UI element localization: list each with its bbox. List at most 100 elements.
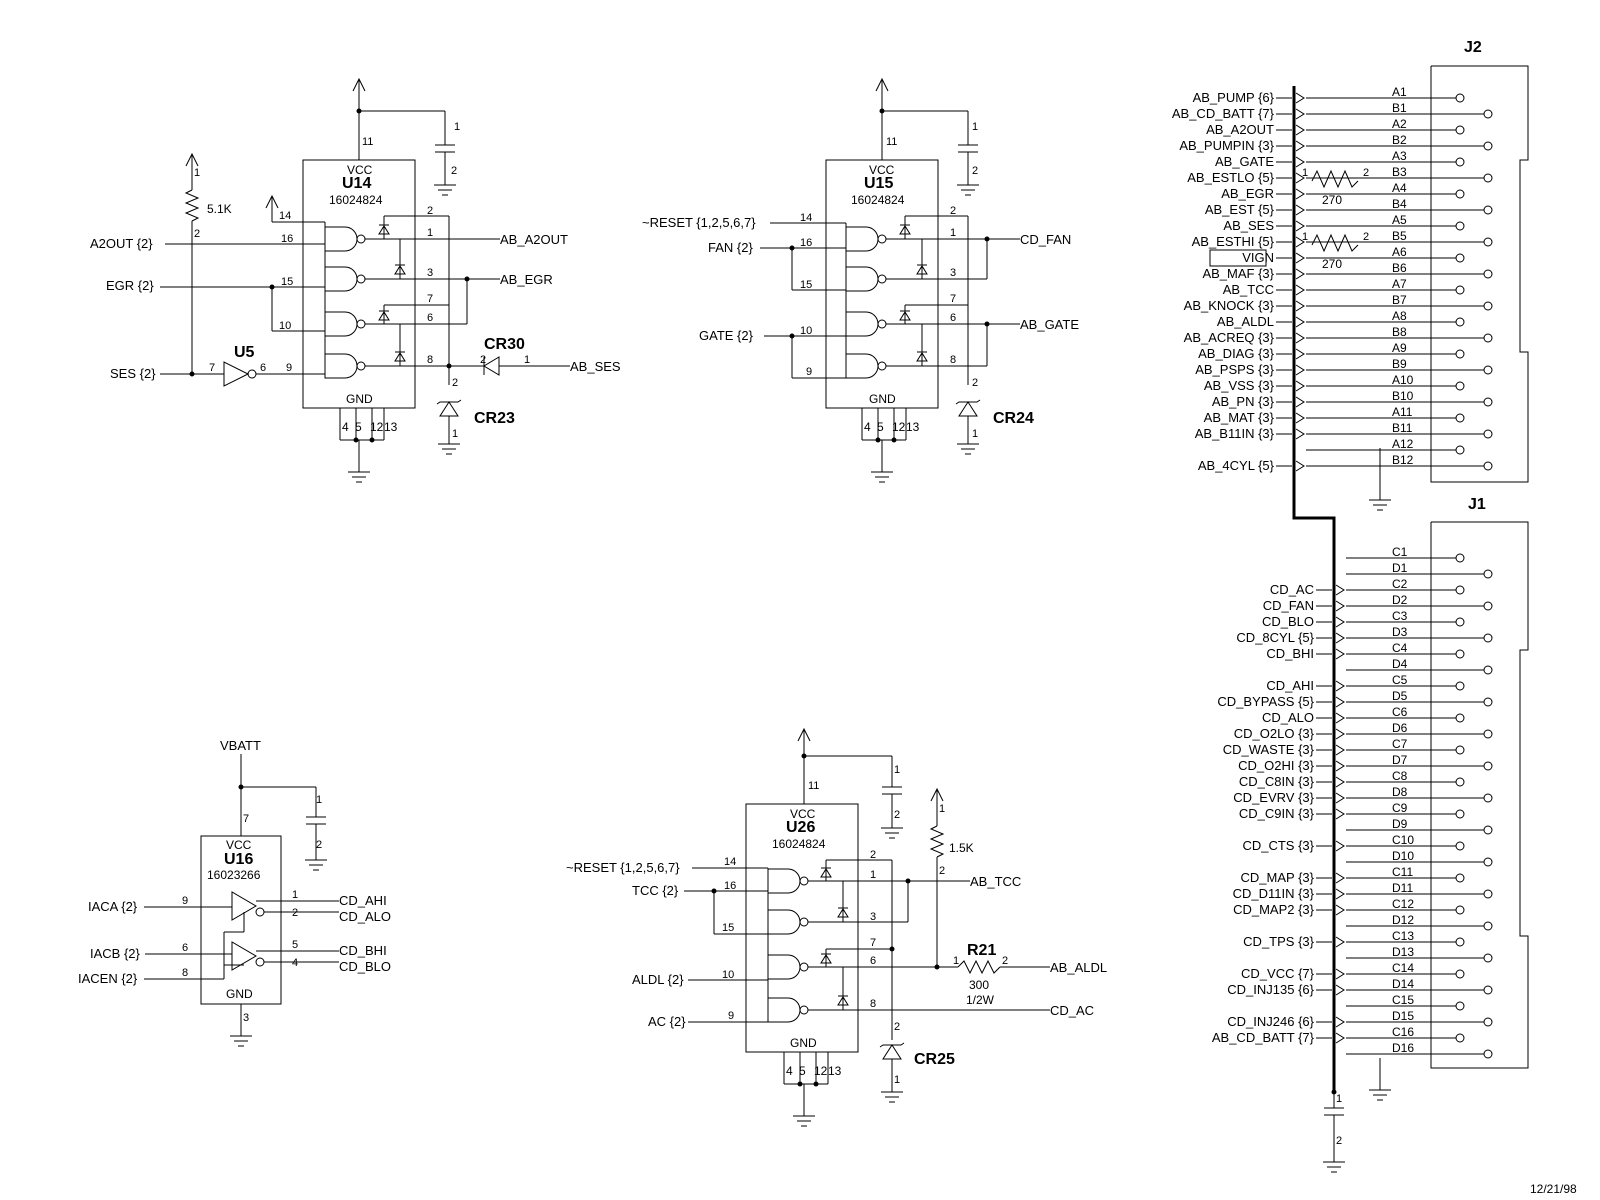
j2-contact-b6[interactable] <box>1483 269 1493 279</box>
u26-ref: U26 <box>786 819 815 836</box>
j2-resistor-estlo <box>1311 169 1359 189</box>
j2-pin-b10: B10 <box>1392 389 1414 403</box>
j2-contact-b5[interactable] <box>1483 237 1493 247</box>
u26-body <box>745 803 859 1053</box>
j2-net-label: AB_ESTLO {5} <box>1187 170 1274 185</box>
j2-contact-b4[interactable] <box>1483 205 1493 215</box>
j1-pin-d12: D12 <box>1392 913 1414 927</box>
j2-contact-a6[interactable] <box>1455 253 1465 263</box>
j2-contact-a11[interactable] <box>1455 413 1465 423</box>
j2-contact-b2[interactable] <box>1483 141 1493 151</box>
u16-part: 16023266 <box>207 868 261 882</box>
cr23-zener <box>436 399 462 417</box>
u16-driver-2 <box>231 941 257 971</box>
j2-net-label: AB_ALDL <box>1217 314 1274 329</box>
j2-contact-b11[interactable] <box>1483 429 1493 439</box>
j1-contact-c16[interactable] <box>1455 1033 1465 1043</box>
u16-iacb-label: IACB {2} <box>90 946 141 961</box>
j2-contact-b10[interactable] <box>1483 397 1493 407</box>
j1-contact-c5[interactable] <box>1455 681 1465 691</box>
u15-fan-output-label: CD_FAN <box>1020 232 1071 247</box>
j1-contact-c1[interactable] <box>1455 553 1465 563</box>
j2-contact-a1[interactable] <box>1455 93 1465 103</box>
j1-contact-d7[interactable] <box>1483 761 1493 771</box>
j1-contact-c8[interactable] <box>1455 777 1465 787</box>
u26-pin13: 13 <box>828 1064 842 1078</box>
j1-contact-d2[interactable] <box>1483 601 1493 611</box>
u16-ground-icon <box>229 1035 253 1047</box>
j1-contact-d14[interactable] <box>1483 985 1493 995</box>
j1-contact-d5[interactable] <box>1483 697 1493 707</box>
j2-contact-b8[interactable] <box>1483 333 1493 343</box>
j1-contact-d13[interactable] <box>1483 953 1493 963</box>
j1-contact-d6[interactable] <box>1483 729 1493 739</box>
j2-contact-b9[interactable] <box>1483 365 1493 375</box>
j1-contact-c14[interactable] <box>1455 969 1465 979</box>
j1-net-label: CD_INJ246 {6} <box>1227 1014 1314 1029</box>
j1-contact-d16[interactable] <box>1483 1049 1493 1059</box>
j1-contact-c13[interactable] <box>1455 937 1465 947</box>
j1-net-label: CD_8CYL {5} <box>1236 630 1314 645</box>
j1-contact-d9[interactable] <box>1483 825 1493 835</box>
j2-body <box>1430 65 1529 483</box>
cr25-pin2: 2 <box>894 1021 900 1033</box>
j1-contact-c2[interactable] <box>1455 585 1465 595</box>
u16-pin7: 7 <box>243 813 249 825</box>
j2-bus-entry-icon <box>1295 412 1305 424</box>
r51k-value: 5.1K <box>207 202 232 216</box>
j1-contact-d10[interactable] <box>1483 857 1493 867</box>
j2-pin-a11: A11 <box>1392 405 1413 419</box>
u15-pin8: 8 <box>950 354 956 366</box>
j2-net-label: AB_MAT {3} <box>1204 410 1275 425</box>
j1-pin-c10: C10 <box>1392 833 1414 847</box>
j2-contact-b3[interactable] <box>1483 173 1493 183</box>
u5-pin-out: 6 <box>260 362 266 374</box>
u5-buffer <box>223 361 250 387</box>
j2-contact-a10[interactable] <box>1455 381 1465 391</box>
j1-pin-d7: D7 <box>1392 753 1408 767</box>
j1-pin-d6: D6 <box>1392 721 1408 735</box>
j1-bus-entry-icon <box>1335 904 1345 916</box>
j2-bus-entry-icon <box>1295 332 1305 344</box>
j2-contact-a3[interactable] <box>1455 157 1465 167</box>
j1-contact-c15[interactable] <box>1455 1001 1465 1011</box>
j2-contact-a9[interactable] <box>1455 349 1465 359</box>
j1-contact-d8[interactable] <box>1483 793 1493 803</box>
j2-contact-a8[interactable] <box>1455 317 1465 327</box>
j2-contact-b1[interactable] <box>1483 109 1493 119</box>
j1-contact-c10[interactable] <box>1455 841 1465 851</box>
u14-pin3: 3 <box>427 267 433 279</box>
j2-bus-entry-icon <box>1295 108 1305 120</box>
j1-pin-d8: D8 <box>1392 785 1408 799</box>
j1-contact-d11[interactable] <box>1483 889 1493 899</box>
j1-contact-d15[interactable] <box>1483 1017 1493 1027</box>
j2-resistor-esthi-pin1: 1 <box>1302 231 1308 243</box>
j1-contact-d12[interactable] <box>1483 921 1493 931</box>
j1-contact-c3[interactable] <box>1455 617 1465 627</box>
u15-gate-3 <box>845 311 887 337</box>
j2-pin-a2: A2 <box>1392 117 1407 131</box>
j1-contact-d3[interactable] <box>1483 633 1493 643</box>
j2-contact-b12[interactable] <box>1483 461 1493 471</box>
j2-contact-b7[interactable] <box>1483 301 1493 311</box>
j1-contact-d1[interactable] <box>1483 569 1493 579</box>
j1-contact-c4[interactable] <box>1455 649 1465 659</box>
u26-pin15: 15 <box>722 922 734 934</box>
j1-contact-d4[interactable] <box>1483 665 1493 675</box>
u14-egr-input-label: EGR {2} <box>106 278 154 293</box>
u14-cap-pin2: 2 <box>451 165 457 177</box>
j1-contact-c11[interactable] <box>1455 873 1465 883</box>
j1-contact-c7[interactable] <box>1455 745 1465 755</box>
j2-contact-a7[interactable] <box>1455 285 1465 295</box>
j1-contact-c9[interactable] <box>1455 809 1465 819</box>
j2-contact-a5[interactable] <box>1455 221 1465 231</box>
j2-contact-a2[interactable] <box>1455 125 1465 135</box>
j1-contact-c6[interactable] <box>1455 713 1465 723</box>
u5-pin-in: 7 <box>209 362 215 374</box>
j1-contact-c12[interactable] <box>1455 905 1465 915</box>
j2-contact-a4[interactable] <box>1455 189 1465 199</box>
j2-bus-entry-icon <box>1295 188 1305 200</box>
j2-contact-a12[interactable] <box>1455 445 1465 455</box>
j1-net-label: CD_D11IN {3} <box>1233 886 1315 901</box>
j2-net-label: AB_VSS {3} <box>1204 378 1275 393</box>
